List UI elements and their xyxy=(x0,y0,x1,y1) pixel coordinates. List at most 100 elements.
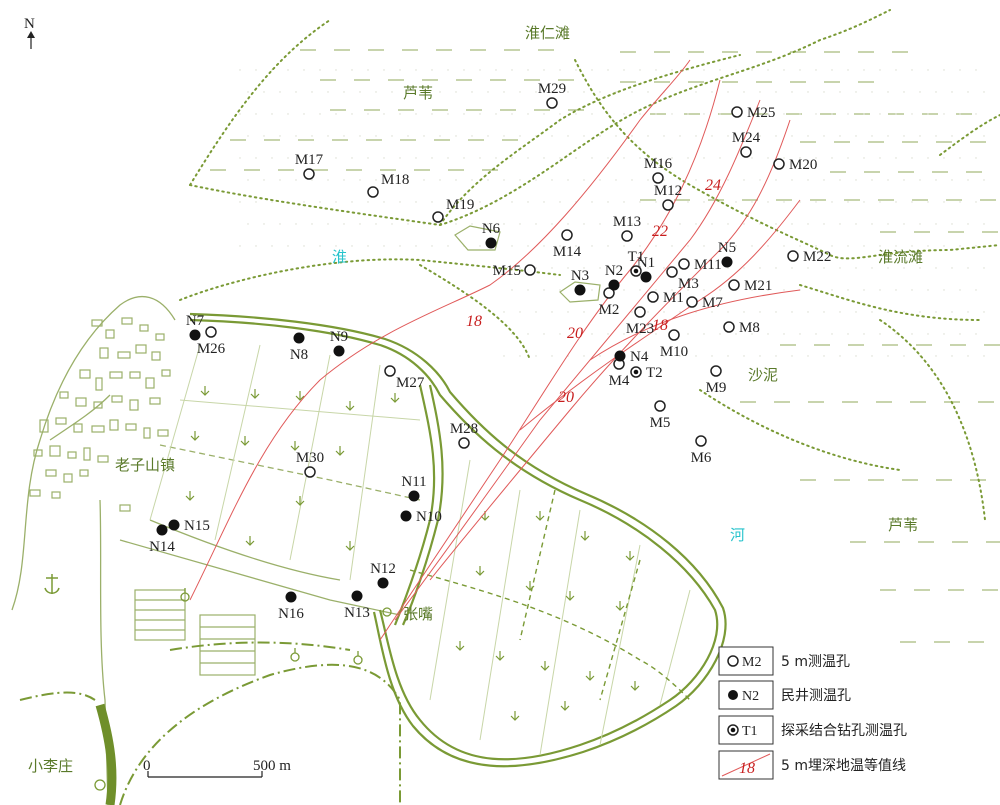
legend-text-m: 5 m测温孔 xyxy=(781,654,850,670)
well-label: N4 xyxy=(630,349,649,365)
well-label: M27 xyxy=(396,375,425,391)
well-n3: N3 xyxy=(571,268,589,296)
well-label: M11 xyxy=(694,257,722,273)
legend-symbol-iso: 18 xyxy=(739,760,755,777)
well-m22: M22 xyxy=(787,249,831,265)
well-label: N1 xyxy=(637,255,655,271)
legend-symbol-t: T1 xyxy=(742,724,758,739)
well-label: M3 xyxy=(678,276,699,292)
well-t2: T2 xyxy=(630,365,663,381)
well-markers: M1M2M3M4M5M6M7M8M9M10M11M12M13M14M15M16M… xyxy=(149,81,831,622)
well-m5: M5 xyxy=(650,400,671,431)
well-label: M14 xyxy=(553,244,582,260)
scale-bar: 0 500 m xyxy=(143,758,291,778)
place-huailiu: 淮流滩 xyxy=(878,248,923,266)
place-zhangzui: 张嘴 xyxy=(403,605,433,623)
well-m11: M11 xyxy=(678,257,722,273)
north-label: N xyxy=(24,16,35,32)
well-n5: N5 xyxy=(718,240,736,268)
well-m21: M21 xyxy=(728,278,772,294)
well-label: M2 xyxy=(599,302,620,318)
legend-text-t: 探采结合钻孔测温孔 xyxy=(781,723,907,739)
well-m17: M17 xyxy=(295,152,324,180)
anchor-icon xyxy=(44,574,60,594)
place-laozishan: 老子山镇 xyxy=(115,456,175,474)
well-m6: M6 xyxy=(691,435,712,466)
field-grid-dashed xyxy=(409,489,691,701)
field-grid xyxy=(149,344,691,756)
well-label: M29 xyxy=(538,81,566,97)
well-label: M18 xyxy=(381,172,409,188)
place-reeds-east: 芦苇 xyxy=(888,516,918,534)
well-label: N6 xyxy=(482,221,501,237)
well-label: M8 xyxy=(739,320,760,336)
scale-end: 500 m xyxy=(253,758,291,774)
well-label: M21 xyxy=(744,278,772,294)
well-label: M28 xyxy=(450,421,478,437)
well-n12: N12 xyxy=(370,561,396,589)
place-huairen: 淮仁滩 xyxy=(525,24,570,42)
river-thick xyxy=(95,703,117,805)
well-n1: N1 xyxy=(637,255,655,283)
well-label: M25 xyxy=(747,105,775,121)
well-n9: N9 xyxy=(330,329,348,357)
well-m26: M26 xyxy=(197,326,226,357)
well-n11: N11 xyxy=(401,474,427,502)
village-buildings xyxy=(29,225,601,676)
well-label: M4 xyxy=(609,373,630,389)
isotherm-label: 20 xyxy=(567,325,583,342)
well-label: M7 xyxy=(702,295,723,311)
isotherm-label: 18 xyxy=(652,317,668,334)
village-outlines xyxy=(11,296,421,805)
legend-symbol-m: M2 xyxy=(742,655,761,670)
well-t1: T1 xyxy=(628,249,645,277)
well-n10: N10 xyxy=(400,509,442,525)
well-m15: M15 xyxy=(493,263,536,279)
place-names: 淮仁滩 芦苇 淮 河 淮流滩 沙泥 芦苇 老子山镇 张嘴 小李庄 xyxy=(28,24,923,775)
well-label: T1 xyxy=(628,249,645,265)
well-n15: N15 xyxy=(168,518,210,534)
well-label: M20 xyxy=(789,157,817,173)
well-m28: M28 xyxy=(450,421,478,449)
well-label: T2 xyxy=(646,365,663,381)
well-label: M17 xyxy=(295,152,324,168)
well-m7: M7 xyxy=(686,295,723,311)
well-n2: N2 xyxy=(605,263,623,291)
isotherm-lines xyxy=(189,59,801,641)
isotherm-labels: 18 18 20 20 22 24 xyxy=(466,177,721,406)
legend-text-iso: 5 m埋深地温等值线 xyxy=(781,757,906,774)
well-label: M10 xyxy=(660,344,688,360)
roads xyxy=(19,641,401,805)
well-label: M24 xyxy=(732,130,761,146)
pin-markers xyxy=(94,588,392,791)
well-m9: M9 xyxy=(706,365,726,396)
well-label: N10 xyxy=(416,509,442,525)
well-n6: N6 xyxy=(482,221,501,249)
well-label: M5 xyxy=(650,415,671,431)
legend: M2 5 m测温孔 N2 民井测温孔 T1 探采结合钻孔测温孔 18 5 m埋深… xyxy=(718,646,907,780)
isotherm-label: 20 xyxy=(558,389,574,406)
well-label: N11 xyxy=(401,474,426,490)
well-m24: M24 xyxy=(732,130,761,158)
well-label: M6 xyxy=(691,450,712,466)
legend-symbol-n: N2 xyxy=(742,689,759,704)
well-m4: M4 xyxy=(609,358,630,389)
well-n8: N8 xyxy=(290,332,308,363)
well-label: N7 xyxy=(186,313,205,329)
place-shani: 沙泥 xyxy=(748,366,778,384)
isotherm-label: 24 xyxy=(705,177,721,194)
well-label: M23 xyxy=(626,321,654,337)
place-xiaoli: 小李庄 xyxy=(28,757,73,775)
polder-dike xyxy=(189,312,727,768)
well-label: M16 xyxy=(644,156,673,172)
well-label: M15 xyxy=(493,263,521,279)
well-label: N12 xyxy=(370,561,396,577)
well-m12: M12 xyxy=(654,183,682,211)
well-m23: M23 xyxy=(626,306,654,337)
well-label: M19 xyxy=(446,197,474,213)
well-label: M12 xyxy=(654,183,682,199)
well-label: N14 xyxy=(149,539,175,555)
isotherm-label: 22 xyxy=(652,223,668,240)
well-m8: M8 xyxy=(723,320,760,336)
